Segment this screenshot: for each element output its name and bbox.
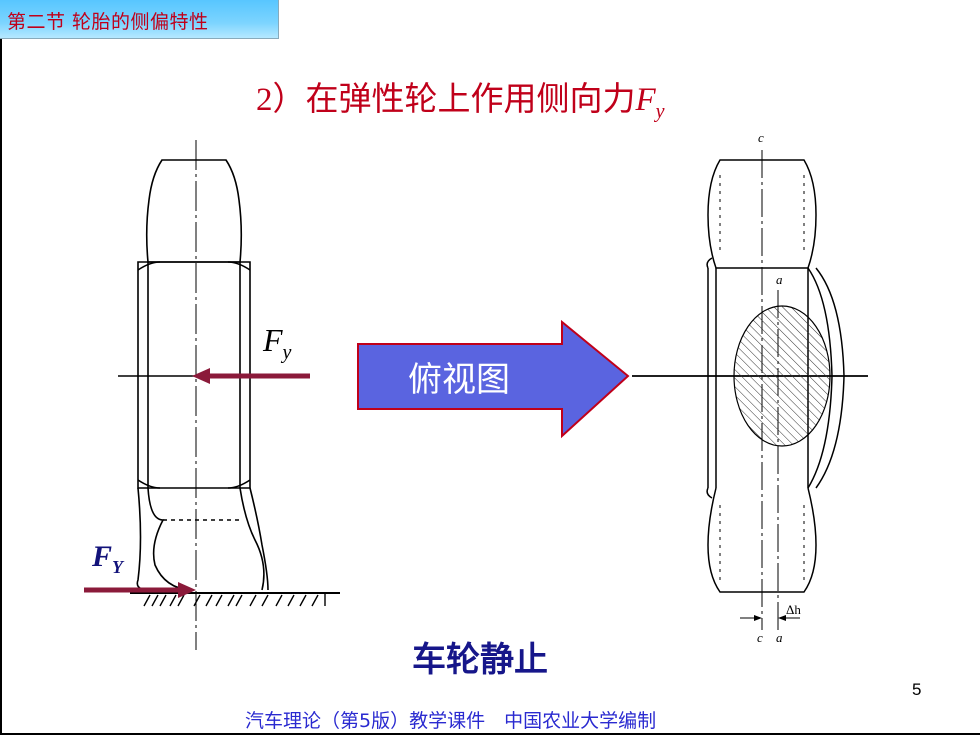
FY-label: FY (92, 540, 124, 577)
label-a-bottom: a (776, 630, 783, 645)
fy-label: Fy (263, 322, 292, 364)
slide-left-border (0, 0, 2, 735)
title-text: 在弹性轮上作用侧向力 (305, 79, 636, 118)
label-a-top: a (776, 272, 783, 287)
left-tire-drawing (130, 140, 340, 650)
footer-text: 汽车理论（第5版）教学课件 中国农业大学编制 (245, 710, 657, 732)
title-number: 2） (256, 82, 306, 118)
title-force-symbol: Fy (635, 82, 665, 123)
fy-arrow (192, 368, 310, 384)
big-block-arrow (357, 319, 630, 439)
section-tab-label: 第二节 轮胎的侧偏特性 (7, 11, 209, 33)
caption-wheel-static: 车轮静止 (412, 640, 548, 680)
page-number: 5 (912, 680, 922, 699)
top-view-label: 俯视图 (408, 360, 510, 400)
contact-patch (733, 305, 831, 447)
label-c-top: c (758, 130, 764, 145)
section-tab: 第二节 轮胎的侧偏特性 (0, 0, 279, 39)
slide-bottom-border (0, 733, 980, 735)
label-delta-h: Δh (786, 602, 801, 617)
label-c-bottom: c (757, 630, 763, 645)
FY-arrow (84, 582, 196, 598)
slide-title: 2）在弹性轮上作用侧向力Fy (256, 72, 665, 124)
